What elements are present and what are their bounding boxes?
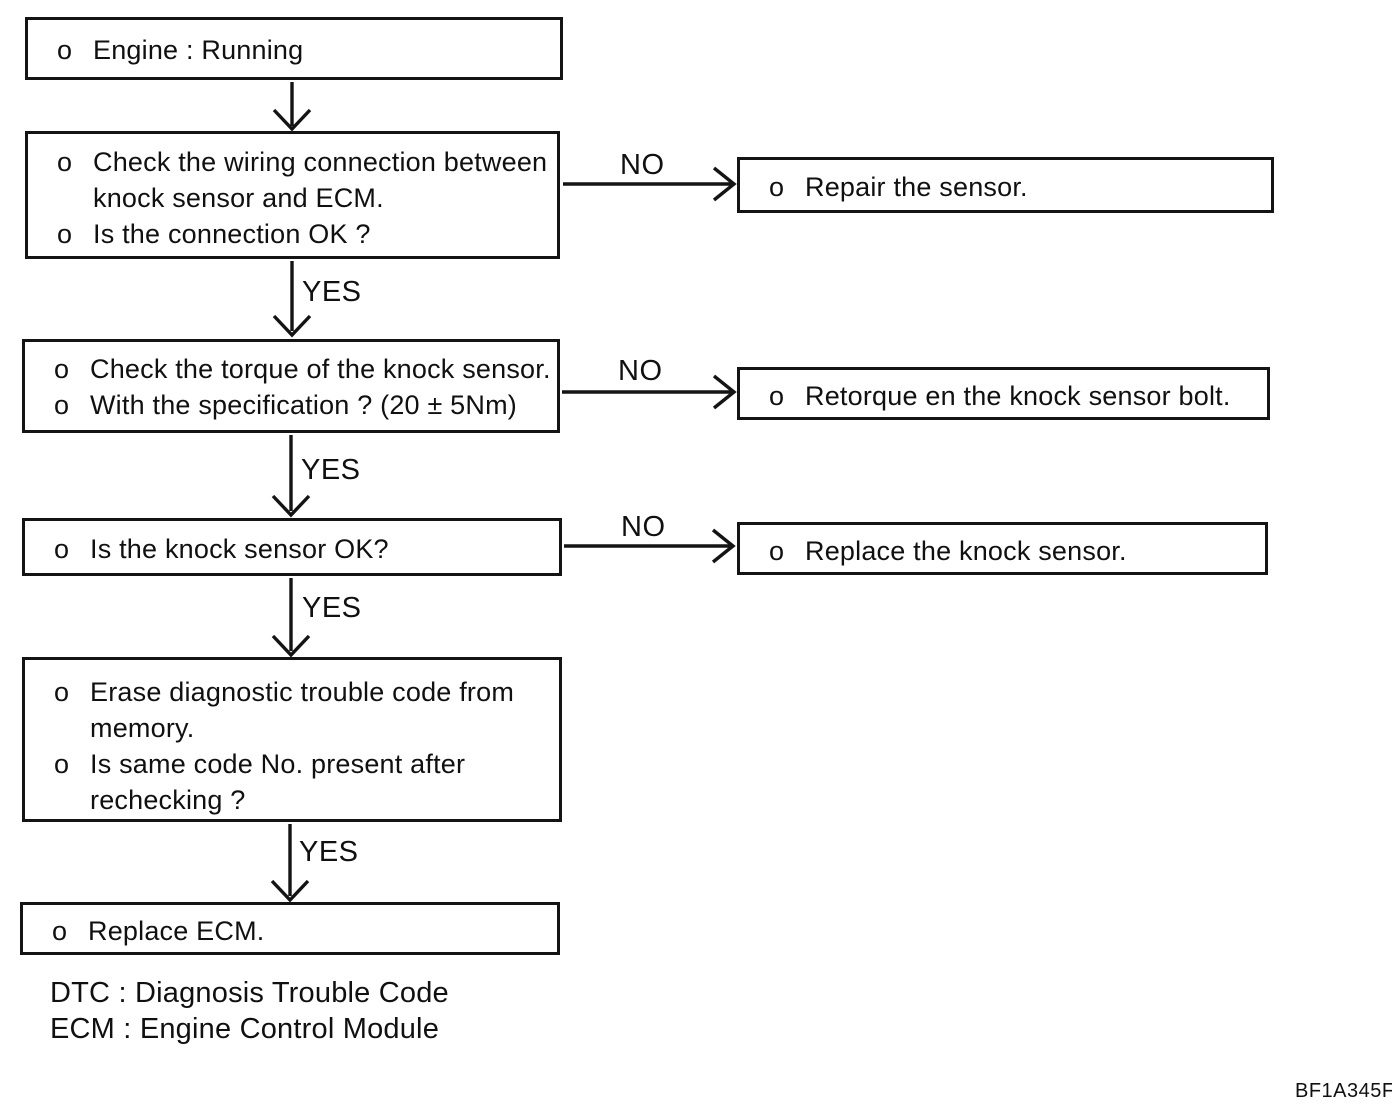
figure-code: BF1A345F [1295, 1080, 1392, 1102]
node-erase-dtc: o Erase diagnostic trouble code from mem… [22, 657, 562, 822]
node-item-text: Is the connection OK ? [93, 219, 371, 249]
legend: DTC : Diagnosis Trouble Code ECM : Engin… [50, 975, 449, 1047]
edge-label-yes-2: YES [301, 454, 361, 486]
node-item-text: Replace the knock sensor. [805, 536, 1127, 566]
bullet-marker: o [54, 390, 70, 420]
node-item: o Check the wiring connection between kn… [57, 144, 549, 216]
node-item: o Is the connection OK ? [57, 216, 549, 252]
edge-label-no-2: NO [618, 355, 663, 387]
node-item-text: Is the knock sensor OK? [90, 534, 389, 564]
node-retorque-bolt: o Retorque en the knock sensor bolt. [737, 367, 1270, 420]
bullet-marker: o [52, 916, 68, 946]
node-item: o Replace the knock sensor. [769, 533, 1257, 569]
node-replace-knock-sensor: o Replace the knock sensor. [737, 522, 1268, 575]
bullet-marker: o [54, 749, 70, 779]
node-replace-ecm: o Replace ECM. [20, 902, 560, 955]
node-item: o Check the torque of the knock sensor. [54, 351, 551, 387]
node-item-text: Check the wiring connection between knoc… [93, 147, 548, 213]
bullet-marker: o [769, 381, 785, 411]
bullet-marker: o [57, 219, 73, 249]
node-engine-running: o Engine : Running [25, 17, 563, 80]
node-item: o Is the knock sensor OK? [54, 531, 551, 567]
node-check-wiring: o Check the wiring connection between kn… [25, 131, 560, 259]
node-item: o With the specification ? (20 ± 5Nm) [54, 387, 549, 423]
edge-label-yes-1: YES [302, 276, 362, 308]
node-item: o Is same code No. present after recheck… [54, 746, 551, 818]
node-check-torque: o Check the torque of the knock sensor. … [22, 339, 560, 433]
node-item-text: Engine : Running [93, 35, 304, 65]
arrow-engine-to-wiring [272, 82, 312, 132]
node-item: o Erase diagnostic trouble code from mem… [54, 674, 551, 746]
node-repair-sensor: o Repair the sensor. [737, 157, 1274, 213]
bullet-marker: o [54, 534, 70, 564]
edge-label-yes-4: YES [299, 836, 359, 868]
legend-line-ecm: ECM : Engine Control Module [50, 1013, 440, 1045]
edge-label-no-3: NO [621, 511, 666, 543]
legend-line-dtc: DTC : Diagnosis Trouble Code [50, 977, 449, 1009]
bullet-marker: o [54, 677, 70, 707]
bullet-marker: o [769, 172, 785, 202]
node-item: o Replace ECM. [52, 913, 549, 949]
bullet-marker: o [769, 536, 785, 566]
node-item: o Retorque en the knock sensor bolt. [769, 378, 1259, 414]
node-item-text: Check the torque of the knock sensor. [90, 354, 551, 384]
node-item-text: With the specification ? (20 ± 5Nm) [90, 390, 517, 420]
node-item-text: Repair the sensor. [805, 172, 1028, 202]
edge-label-yes-3: YES [302, 592, 362, 624]
node-item-text: Replace ECM. [88, 916, 265, 946]
node-item: o Engine : Running [57, 32, 552, 68]
edge-label-no-1: NO [620, 149, 665, 181]
node-knock-sensor-ok: o Is the knock sensor OK? [22, 518, 562, 576]
node-item-text: Is same code No. present after recheckin… [90, 749, 466, 815]
bullet-marker: o [54, 354, 70, 384]
bullet-marker: o [57, 35, 73, 65]
node-item-text: Erase diagnostic trouble code from memor… [90, 677, 515, 743]
node-item: o Repair the sensor. [769, 169, 1263, 205]
bullet-marker: o [57, 147, 73, 177]
node-item-text: Retorque en the knock sensor bolt. [805, 381, 1231, 411]
